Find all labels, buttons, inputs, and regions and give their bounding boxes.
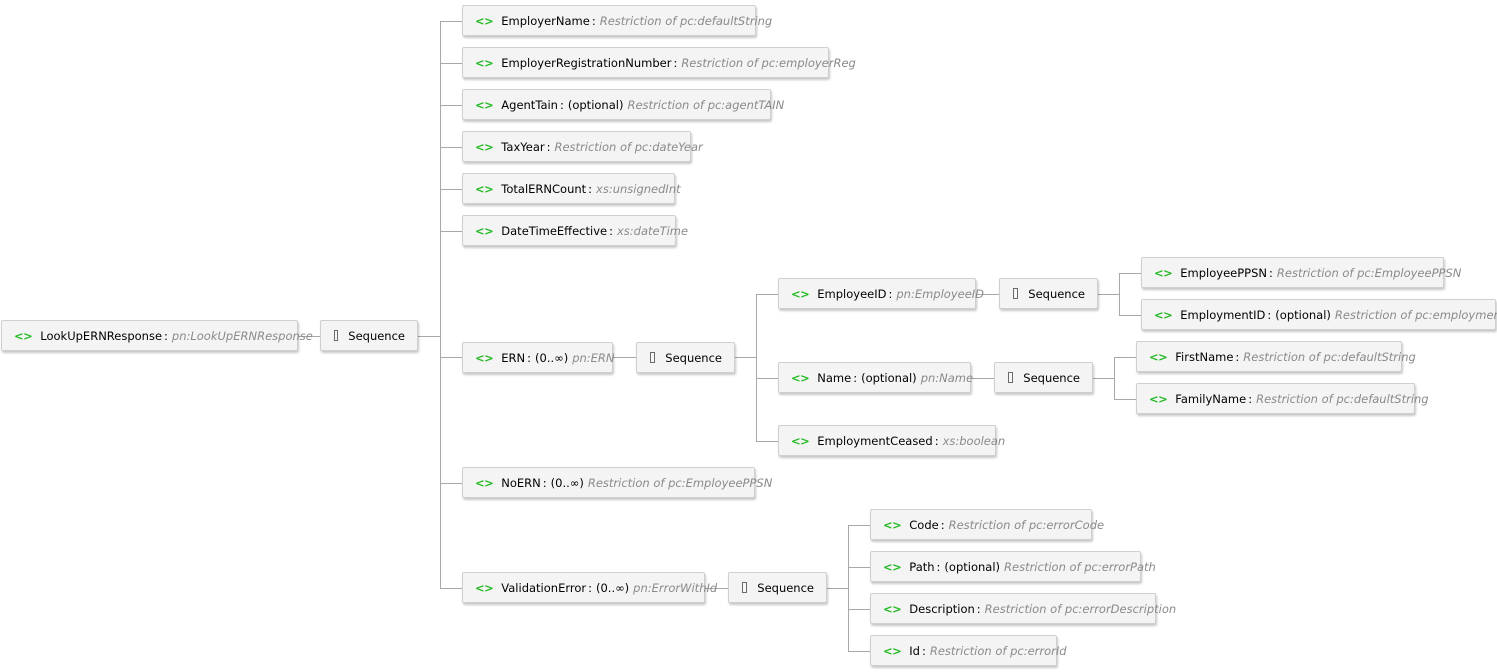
element-icon: <> [1154,265,1173,280]
connector-line [1119,273,1120,315]
element-icon: <> [475,13,494,28]
element-node-description[interactable]: <> Description: Restriction of pc:errorD… [870,593,1176,624]
element-node-employmentid[interactable]: <> EmploymentID: (optional) Restriction … [1141,299,1497,330]
connector-line [1098,294,1119,295]
element-node-path[interactable]: <> Path: (optional) Restriction of pc:er… [870,551,1156,582]
sequence-icon [1008,372,1014,383]
element-icon: <> [14,328,33,343]
element-node-code[interactable]: <> Code: Restriction of pc:errorCode [870,509,1104,540]
sequence-node-employeeid[interactable]: Sequence [999,278,1098,309]
element-node-employeeid[interactable]: <> EmployeeID: pn:EmployeeID [778,278,984,309]
connector-line [848,567,870,568]
connector-line [440,105,462,106]
connector-line [1114,357,1136,358]
element-icon: <> [475,139,494,154]
sequence-icon [1013,288,1019,299]
element-icon: <> [475,350,494,365]
connector-line [848,651,870,652]
sequence-node-validationerror[interactable]: Sequence [728,572,827,603]
element-node-agenttain[interactable]: <> AgentTain: (optional) Restriction of … [462,89,784,120]
element-node-id[interactable]: <> Id: Restriction of pc:errorId [870,635,1067,666]
connector-line [735,357,756,358]
connector-line [848,525,870,526]
element-icon: <> [475,55,494,70]
connector-line [705,588,728,589]
connector-line [440,147,462,148]
connector-line [440,357,462,358]
element-icon: <> [475,475,494,490]
sequence-node-root[interactable]: Sequence [320,320,418,351]
connector-line [1114,399,1136,400]
element-icon: <> [883,601,902,616]
element-icon: <> [475,181,494,196]
connector-line [440,189,462,190]
element-icon: <> [1154,307,1173,322]
connector-line [756,441,778,442]
connector-line [440,231,462,232]
connector-line [440,21,462,22]
sequence-icon [650,352,656,363]
element-node-ern[interactable]: <> ERN: (0..∞) pn:ERN [462,342,615,373]
connector-line [756,294,757,441]
element-icon: <> [883,643,902,658]
element-icon: <> [475,580,494,595]
element-node-taxyear[interactable]: <> TaxYear: Restriction of pc:dateYear [462,131,703,162]
connector-line [848,525,849,651]
element-icon: <> [475,97,494,112]
element-icon: <> [791,370,810,385]
sequence-node-ern[interactable]: Sequence [636,342,735,373]
connector-line [440,63,462,64]
element-node-firstname[interactable]: <> FirstName: Restriction of pc:defaultS… [1136,341,1416,372]
connector-line [976,294,999,295]
element-icon: <> [883,559,902,574]
connector-line [1114,357,1115,399]
element-node-familyname[interactable]: <> FamilyName: Restriction of pc:default… [1136,383,1429,414]
connector-line [827,588,848,589]
element-icon: <> [791,433,810,448]
element-icon: <> [475,223,494,238]
sequence-icon [334,330,339,341]
connector-line [440,21,441,588]
element-node-name[interactable]: <> Name: (optional) pn:Name [778,362,973,393]
element-icon: <> [1149,349,1168,364]
connector-line [440,588,462,589]
connector-line [440,483,462,484]
element-node-employerregistrationnumber[interactable]: <> EmployerRegistrationNumber: Restricti… [462,47,856,78]
connector-line [848,609,870,610]
element-node-employername[interactable]: <> EmployerName: Restriction of pc:defau… [462,5,772,36]
connector-line [756,294,778,295]
connector-line [756,378,778,379]
element-node-datetimeeffective[interactable]: <> DateTimeEffective: xs:dateTime [462,215,688,246]
connector-line [1119,315,1141,316]
element-node-lookuperndresponse[interactable]: <> LookUpERNResponse: pn:LookUpERNRespon… [1,320,313,351]
sequence-node-name[interactable]: Sequence [994,362,1093,393]
sequence-icon [742,582,748,593]
connector-line [418,336,440,337]
element-node-totalerncount[interactable]: <> TotalERNCount: xs:unsignedInt [462,173,681,204]
element-icon: <> [883,517,902,532]
connector-line [613,357,636,358]
element-node-validationerror[interactable]: <> ValidationError: (0..∞) pn:ErrorWithI… [462,572,717,603]
element-icon: <> [1149,391,1168,406]
connector-line [1093,378,1114,379]
connector-line [1119,273,1141,274]
element-node-employeeppsn[interactable]: <> EmployeePPSN: Restriction of pc:Emplo… [1141,257,1461,288]
element-node-noern[interactable]: <> NoERN: (0..∞) Restriction of pc:Emplo… [462,467,772,498]
connector-line [298,336,320,337]
element-node-employmentceased[interactable]: <> EmploymentCeased: xs:boolean [778,425,1005,456]
connector-line [971,378,994,379]
element-icon: <> [791,286,810,301]
